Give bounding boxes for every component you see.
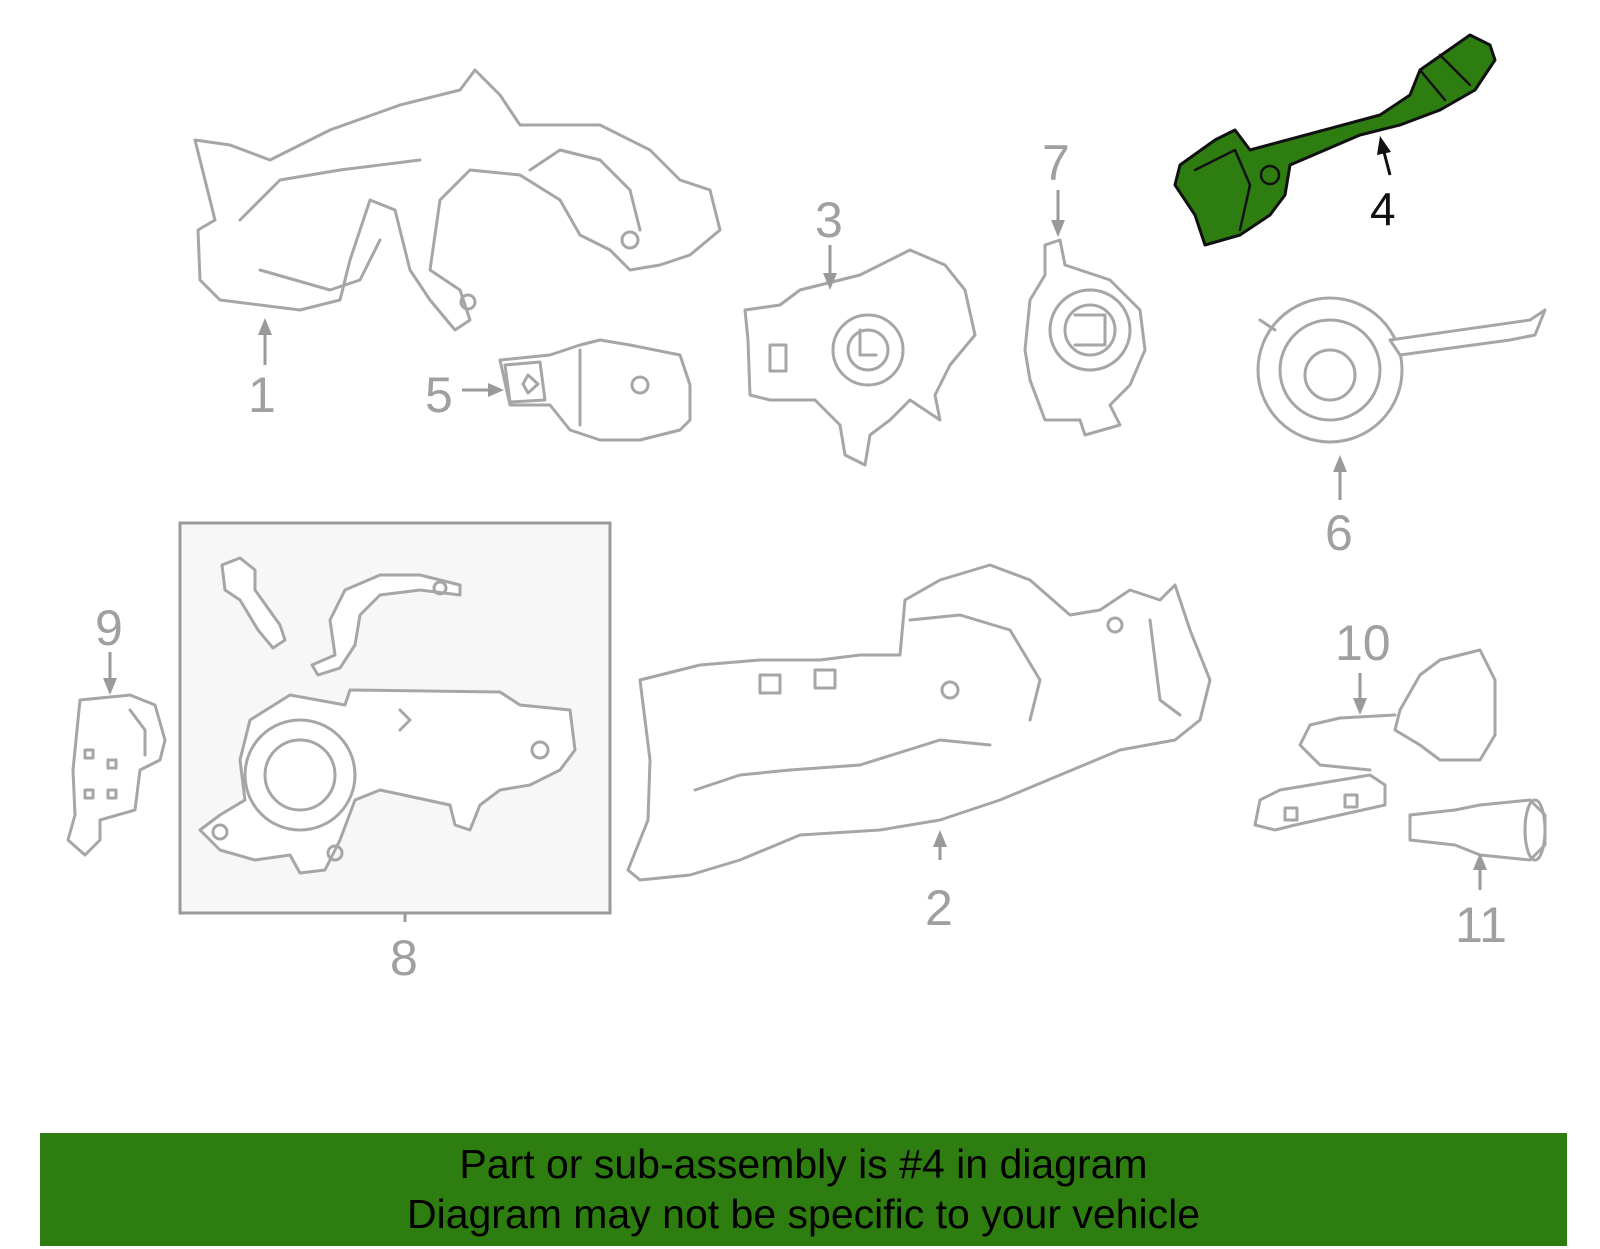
callout-2[interactable]: 2 [925,880,953,936]
callout-11-arrow [1473,853,1487,890]
callout-9-arrow [103,652,117,695]
callout-10-arrow [1353,673,1367,715]
callout-1-arrow [258,318,272,365]
callout-3[interactable]: 3 [815,192,843,248]
callout-1[interactable]: 1 [248,367,276,423]
callout-11[interactable]: 11 [1455,897,1507,953]
part-5-switch[interactable] [498,338,692,442]
part-3-lock-housing[interactable] [743,248,977,467]
callout-8[interactable]: 8 [390,930,418,986]
callout-6[interactable]: 6 [1325,505,1353,561]
callout-6-arrow [1333,455,1347,500]
banner-line-2: Diagram may not be specific to your vehi… [406,1191,1200,1237]
callout-7[interactable]: 7 [1042,135,1070,191]
callout-7-arrow [1051,190,1065,237]
banner-line-1: Part or sub-assembly is #4 in diagram [459,1141,1148,1187]
callout-2-arrow [933,830,947,860]
part-8-kit-contents [198,556,577,875]
part-4-multifunction-switch[interactable] [1173,33,1497,247]
part-7-sensor[interactable] [1023,238,1147,437]
info-banner: Part or sub-assembly is #4 in diagram Di… [40,1133,1567,1246]
callout-5-arrow [462,383,504,397]
part-2-lower-shroud[interactable] [626,563,1212,882]
callout-3-arrow [823,245,837,290]
part-1-upper-shroud[interactable] [193,68,722,332]
callout-5[interactable]: 5 [425,367,453,423]
callout-10[interactable]: 10 [1335,615,1391,671]
part-11-connector[interactable] [1408,798,1547,862]
part-9-switch-module[interactable] [66,693,167,857]
part-6-clockspring[interactable] [1256,296,1547,444]
callout-4-arrow [1377,136,1392,176]
callout-9[interactable]: 9 [95,600,123,656]
part-10-wiring-harness[interactable] [1253,648,1497,832]
callout-4[interactable]: 4 [1370,183,1396,235]
